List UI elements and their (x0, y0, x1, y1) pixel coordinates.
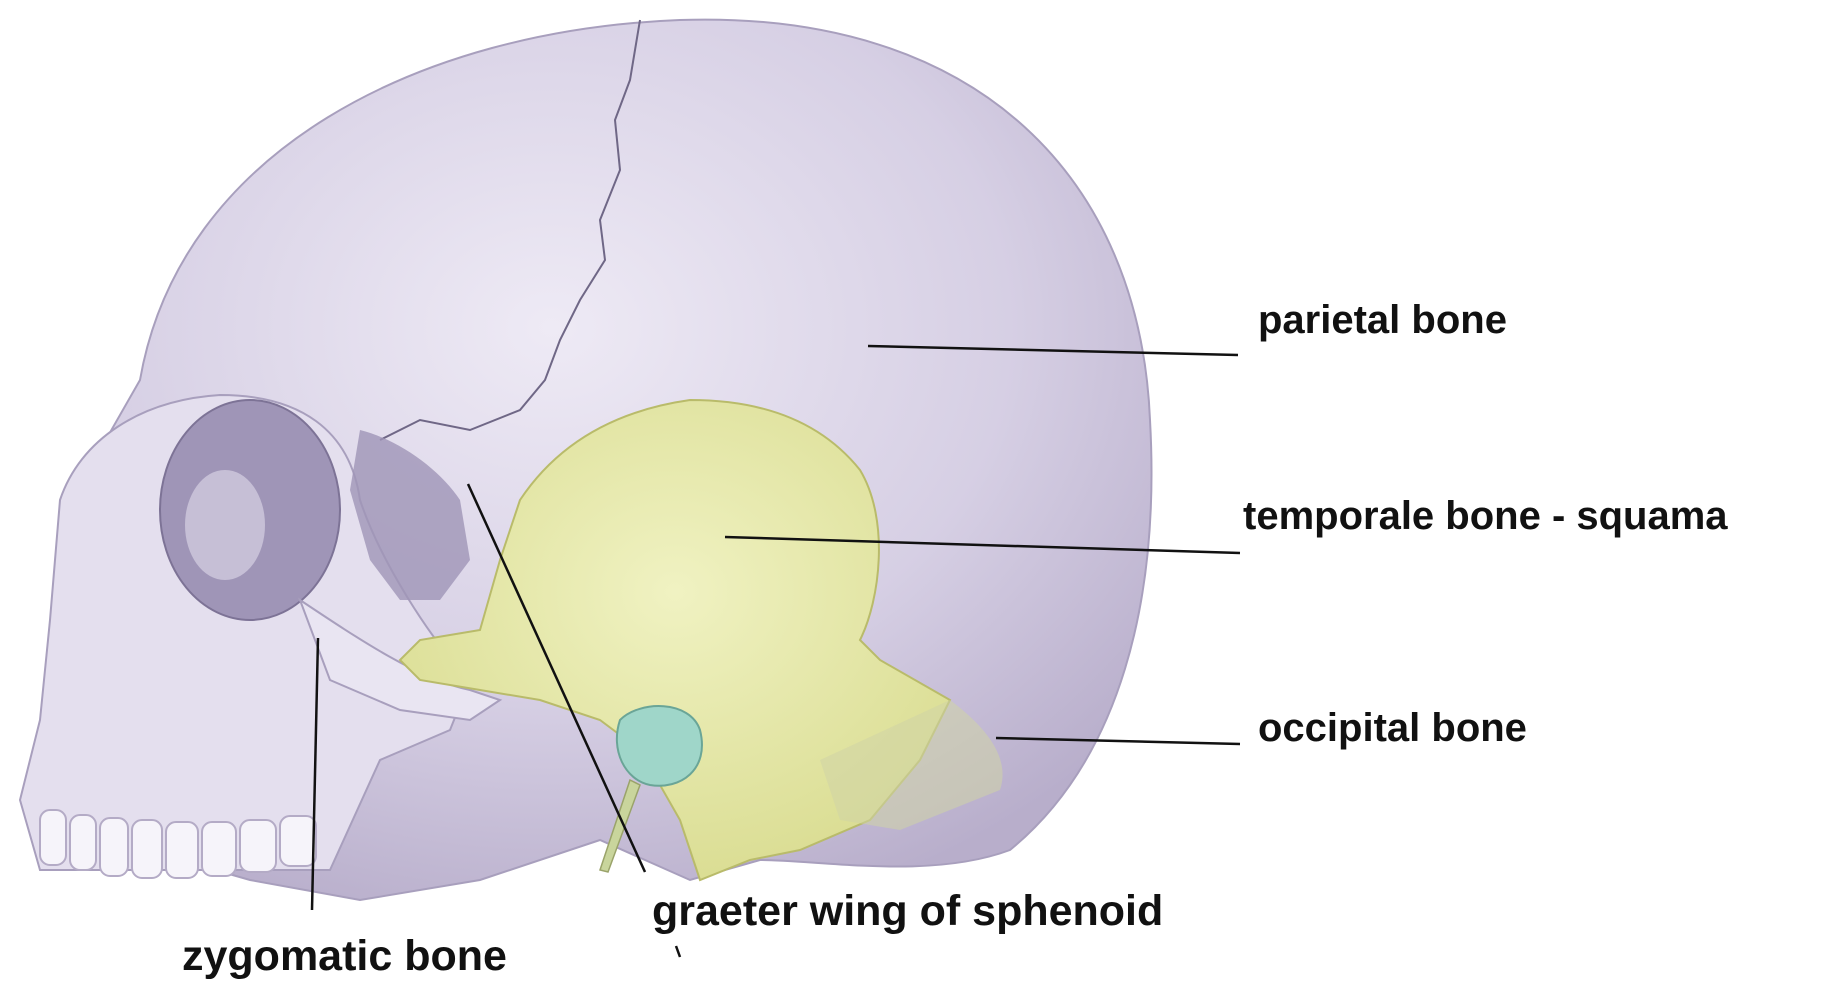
occipital-bone-label: occipital bone (1258, 708, 1527, 748)
parietal-bone-label: parietal bone (1258, 300, 1507, 340)
sphenoid-wing-label: graeter wing of sphenoid (652, 890, 1163, 933)
zygomatic-bone-label: zygomatic bone (182, 935, 507, 978)
orbit-inner (185, 470, 265, 580)
leader-tick (676, 946, 680, 957)
temporal-bone-label: temporale bone - squama (1243, 496, 1728, 536)
ear-canal (617, 706, 702, 786)
